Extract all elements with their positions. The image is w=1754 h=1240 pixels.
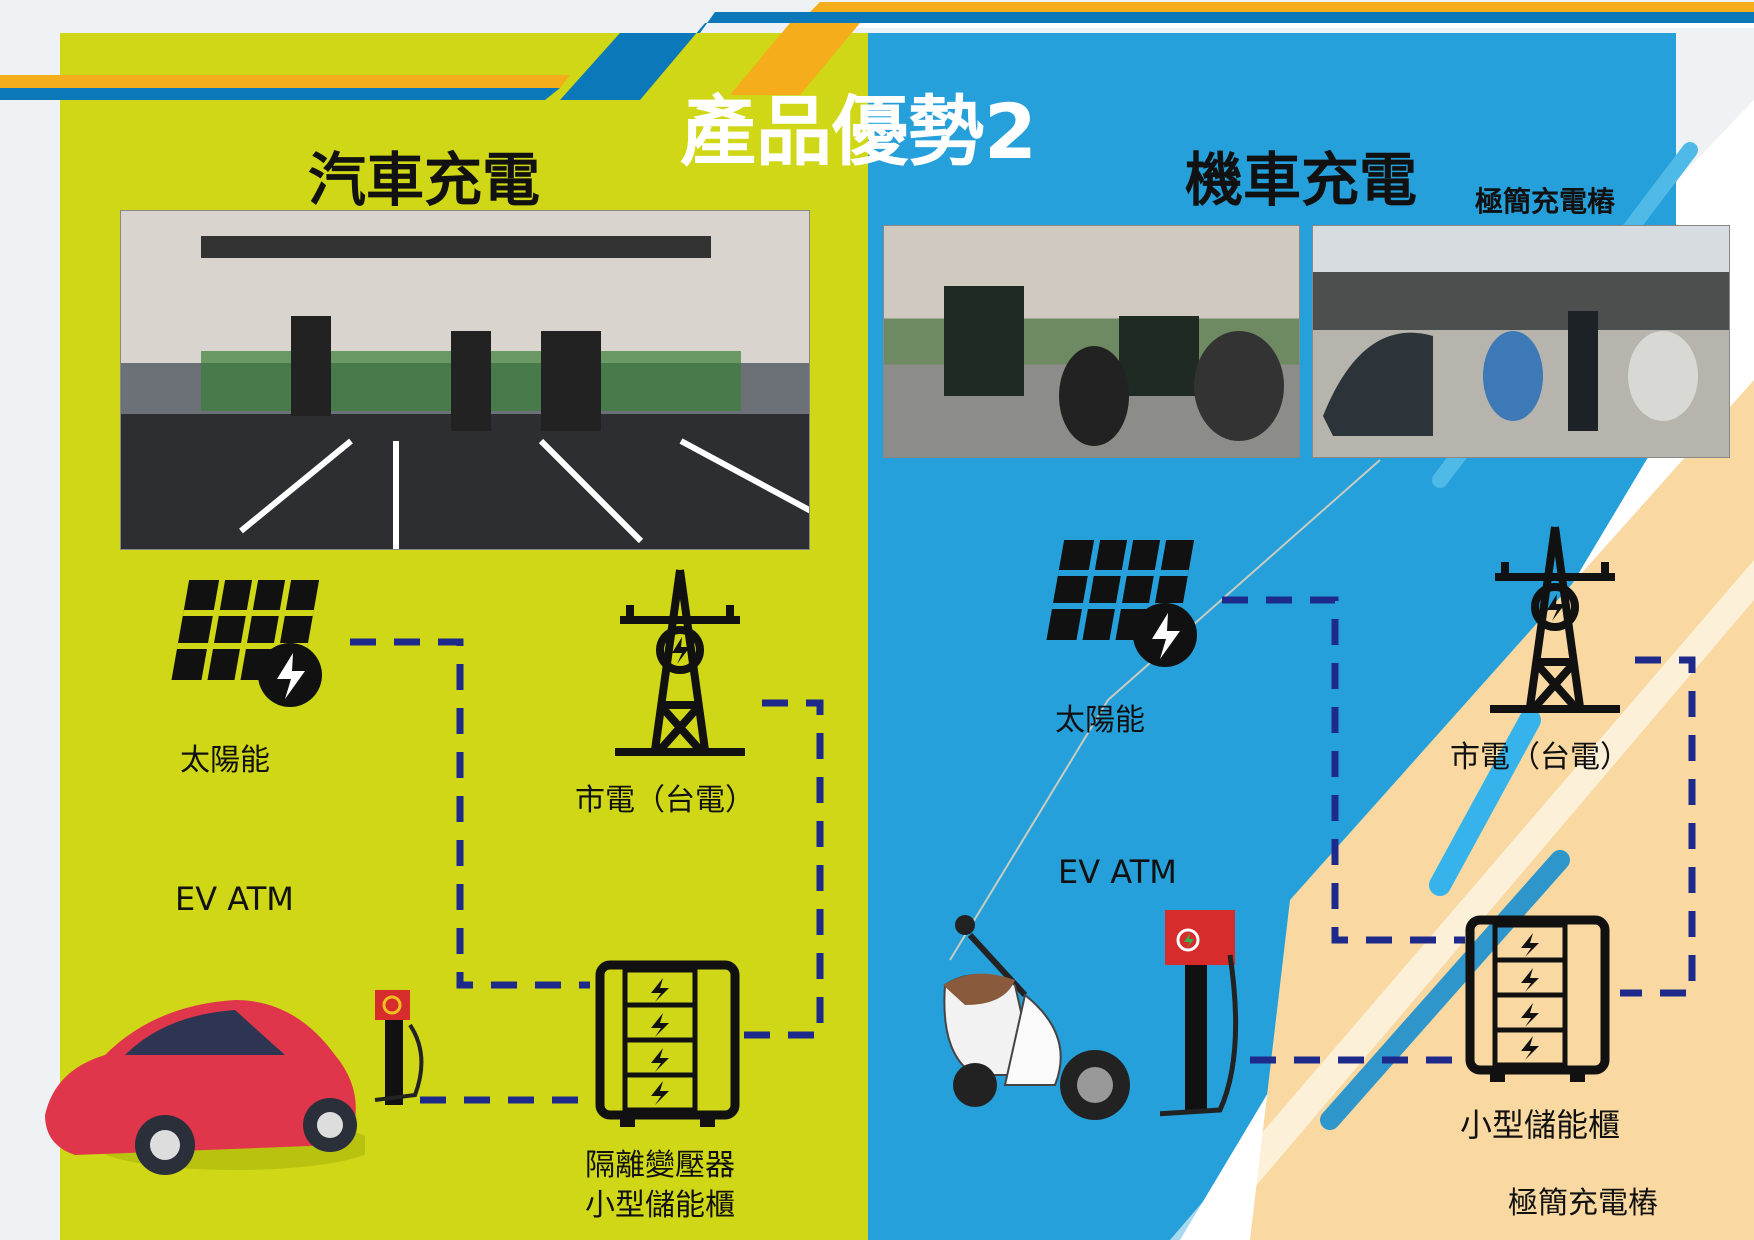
scooter-icon [943, 915, 1130, 1120]
car-solar-label: 太陽能 [180, 743, 270, 778]
scooter-ev-atm-label: EV ATM [1058, 853, 1177, 891]
car-icon [45, 1000, 365, 1175]
photo-caption: 極簡充電樁 [1475, 185, 1616, 218]
car-storage-label: 小型儲能櫃 [585, 1188, 735, 1223]
scooter-grid-label: 市電（台電） [1450, 740, 1630, 775]
car-charging-station-photo [120, 210, 810, 550]
car-charging-heading: 汽車充電 [308, 146, 541, 214]
car-grid-label: 市電（台電） [575, 783, 755, 818]
page-title: 產品優勢2 [680, 87, 1037, 176]
battery-cabinet-icon [1465, 915, 1610, 1082]
solar-panel-icon [1046, 540, 1197, 667]
power-tower-icon [1490, 526, 1620, 713]
scooter-storage-label: 小型儲能櫃 [1460, 1106, 1621, 1144]
scooter-solar-label: 太陽能 [1055, 703, 1145, 738]
isolation-transformer-label: 隔離變壓器 [585, 1148, 735, 1183]
power-tower-icon [615, 569, 745, 756]
connection-lines [350, 596, 1696, 1104]
car-ev-atm-label: EV ATM [175, 880, 294, 918]
car-ev-charger-icon [374, 990, 424, 1105]
scooter-ev-charger-icon [1160, 910, 1239, 1117]
scooter-station-photo-1 [883, 225, 1300, 458]
bottom-caption: 極簡充電樁 [1508, 1186, 1658, 1221]
scooter-station-photo-2 [1312, 225, 1730, 458]
solar-panel-icon [171, 580, 322, 707]
scooter-charging-heading: 機車充電 [1185, 146, 1418, 214]
battery-cabinet-icon [595, 960, 740, 1127]
